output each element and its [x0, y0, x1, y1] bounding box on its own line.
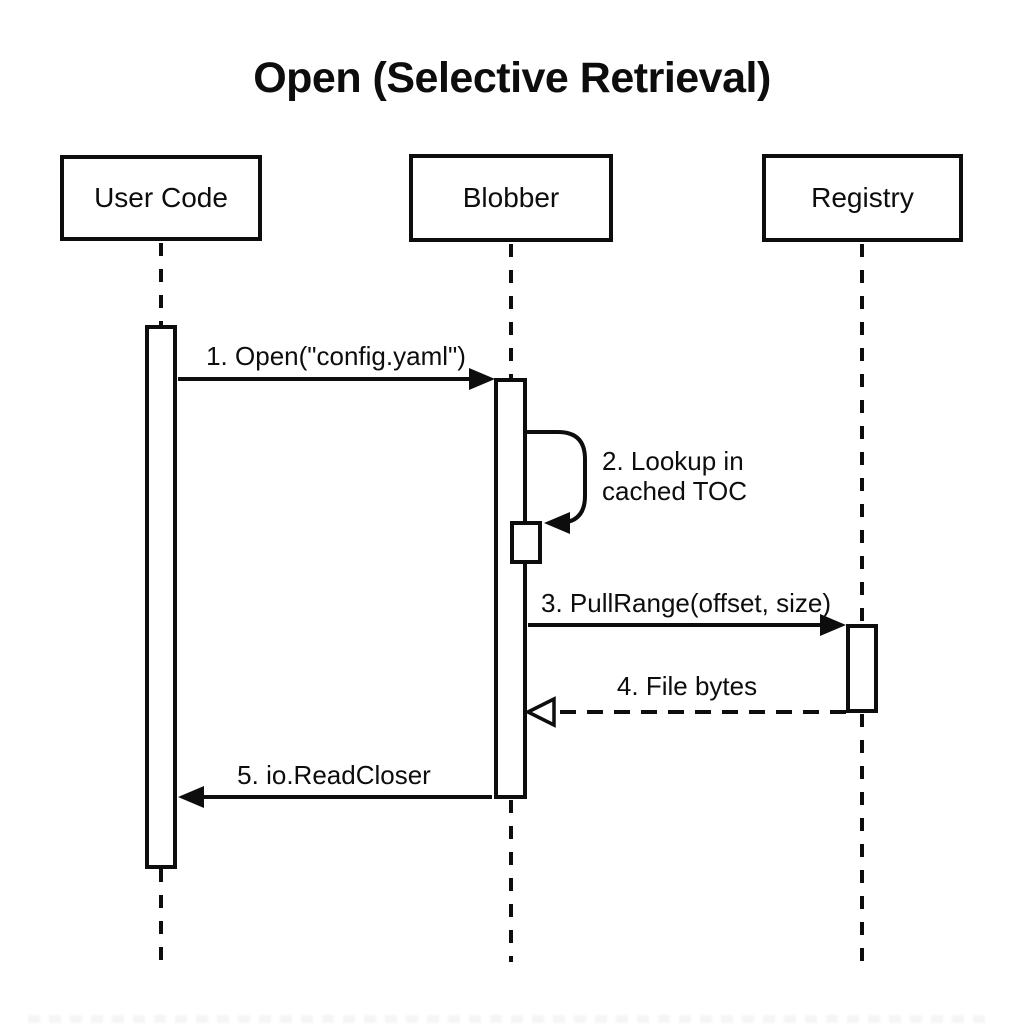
participant-box-blobber: Blobber	[409, 154, 613, 242]
message-3-label: 3. PullRange(offset, size)	[541, 588, 831, 618]
message-2-self-loop-arrow	[526, 430, 587, 534]
participant-label-user-code: User Code	[94, 182, 228, 213]
diagram-title: Open (Selective Retrieval)	[253, 54, 771, 102]
message-2-label: 2. Lookup in cached TOC	[602, 446, 747, 506]
activation-bar-registry	[846, 624, 878, 713]
message-4-label: 4. File bytes	[616, 671, 758, 701]
lifeline-user-code	[159, 869, 163, 961]
filled-arrowhead-icon	[178, 786, 204, 808]
lifeline-user-code	[159, 243, 163, 325]
message-2-label-line2: cached TOC	[602, 476, 748, 506]
activation-bar-blobber	[494, 378, 527, 799]
message-4-dashed-arrow	[524, 696, 846, 728]
participant-label-registry: Registry	[811, 182, 914, 213]
cropped-text-artifact	[28, 1015, 994, 1023]
open-arrowhead-icon	[524, 696, 556, 728]
lifeline-registry	[860, 714, 864, 962]
lifeline-blobber	[509, 800, 513, 962]
message-1-label: 1. Open("config.yaml")	[206, 341, 466, 371]
message-5-label: 5. io.ReadCloser	[237, 760, 431, 790]
participant-label-blobber: Blobber	[462, 182, 560, 213]
activation-bar-blobber-nested	[510, 521, 542, 564]
filled-arrowhead-icon	[469, 368, 495, 390]
lifeline-registry	[860, 244, 864, 624]
activation-bar-user-code	[145, 325, 177, 869]
message-2-label-line1: 2. Lookup in	[602, 446, 744, 476]
lifeline-blobber	[509, 244, 513, 378]
filled-arrowhead-icon	[544, 512, 570, 534]
participant-box-registry: Registry	[762, 154, 963, 242]
participant-box-user-code: User Code	[60, 155, 262, 241]
